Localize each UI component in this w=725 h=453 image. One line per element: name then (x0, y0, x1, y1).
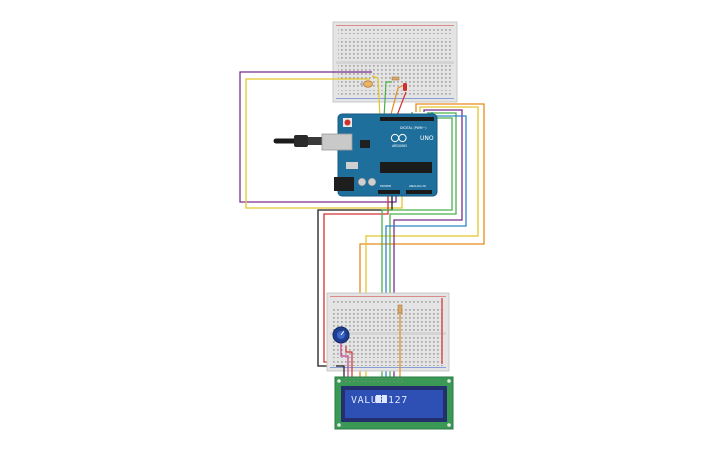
wire-yellow-short[interactable] (371, 75, 381, 119)
resistor[interactable] (391, 76, 400, 81)
digital-header-label: DIGITAL (PWM~) (400, 126, 426, 130)
wire-yellow-lcd[interactable] (365, 106, 479, 380)
analog-header-label: ANALOG IN (409, 184, 426, 188)
wire-orange-lcd[interactable] (359, 103, 485, 380)
lcd-screen (345, 390, 443, 418)
lcd-value-text: 127 (388, 395, 408, 406)
lcd-module[interactable]: VALUE 127 (334, 376, 454, 430)
wire-purple-lcd[interactable] (393, 109, 463, 380)
top-breadboard[interactable] (332, 21, 458, 103)
wire-pot-purple[interactable] (340, 343, 349, 380)
wire-pot-red[interactable] (345, 346, 353, 380)
power-header[interactable] (378, 190, 400, 194)
lcd-pin-header[interactable] (345, 378, 405, 382)
photoresistor[interactable] (360, 80, 373, 88)
bottom-breadboard[interactable] (326, 292, 450, 372)
arduino-logo-icon (390, 133, 407, 143)
wire-black-gnd[interactable] (317, 196, 393, 367)
red-led[interactable] (403, 83, 407, 91)
arduino-uno-board[interactable]: DIGITAL (PWM~) UNO ARDUINO POWER ANALOG … (321, 113, 438, 197)
wire-black-lcd[interactable] (336, 365, 345, 380)
power-header-label: POWER (380, 184, 391, 188)
power-jack[interactable] (334, 177, 354, 191)
wire-green-lcd[interactable] (389, 112, 457, 380)
lcd-resistor[interactable] (397, 304, 403, 314)
reset-button[interactable] (344, 119, 351, 126)
lcd-label-text: VALUE (351, 395, 384, 406)
wire-purple-loop[interactable] (239, 71, 397, 203)
lcd-cursor-block (376, 395, 381, 403)
wire-orange-short[interactable] (389, 85, 403, 119)
usb-port[interactable] (321, 133, 353, 151)
board-model-label: UNO (420, 135, 434, 142)
wire-green-short[interactable] (383, 81, 392, 119)
atmega-chip (380, 162, 432, 173)
board-logo-label: ARDUINO (392, 144, 408, 148)
potentiometer-knob[interactable] (332, 326, 350, 344)
usb-cable[interactable] (273, 135, 322, 147)
analog-header[interactable] (406, 190, 432, 194)
lcd-cursor-block (382, 395, 387, 403)
digital-header[interactable] (380, 117, 434, 121)
wire-yellow-loop[interactable] (245, 78, 403, 209)
